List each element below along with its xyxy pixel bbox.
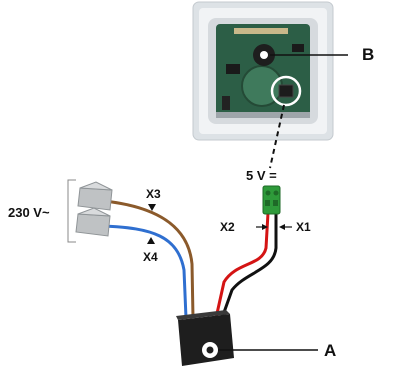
wago-clamps <box>75 181 113 237</box>
label-device-a: A <box>324 341 337 360</box>
clamp-top-lever <box>79 181 113 191</box>
device-b-socket-highlight <box>270 75 302 107</box>
device-b-socket <box>278 84 294 98</box>
x1-arrow-head <box>279 224 285 230</box>
connection-dashed-line <box>269 104 285 169</box>
label-wire-x4: X4 <box>143 250 158 264</box>
x3-arrow-head <box>148 204 156 211</box>
voltage-bracket <box>67 179 76 243</box>
x4-arrow-head <box>147 237 155 244</box>
terminal-port-1 <box>265 200 270 206</box>
device-b-bottom-tab <box>216 112 310 118</box>
label-voltage-mains: 230 V~ <box>8 205 50 220</box>
label-wire-x1: X1 <box>296 220 311 234</box>
wire-x2-red <box>214 212 270 319</box>
x2-arrow-head <box>262 224 268 230</box>
terminal-port-2 <box>273 200 278 206</box>
clamp-bottom <box>75 213 111 237</box>
power-supply-body <box>178 314 234 366</box>
wire-x3-brown <box>103 199 195 319</box>
mains-wires <box>103 199 195 319</box>
wire-x1-black <box>220 213 278 319</box>
label-voltage-low: 5 V = <box>246 168 277 183</box>
pcb-chip <box>226 64 240 74</box>
device-b <box>192 1 348 141</box>
device-b-marker-dot <box>260 51 268 59</box>
power-supply-top <box>176 310 230 320</box>
wire-x4-blue <box>103 224 188 319</box>
green-terminal-block <box>262 185 281 215</box>
label-wire-x2: X2 <box>220 220 235 234</box>
terminal-screw-2 <box>273 190 279 196</box>
low-voltage-wires <box>214 212 278 319</box>
device-a-marker-dot <box>206 346 214 354</box>
pcb-connector-strip <box>234 28 288 34</box>
clamp-bottom-lever <box>77 207 111 217</box>
label-wire-x3: X3 <box>146 187 161 201</box>
clamp-top <box>77 187 113 211</box>
terminal-screw-1 <box>265 190 271 196</box>
device-a <box>176 310 318 366</box>
pcb-chip-2 <box>292 44 304 52</box>
pcb-component <box>222 96 230 110</box>
label-device-b: B <box>362 45 375 64</box>
